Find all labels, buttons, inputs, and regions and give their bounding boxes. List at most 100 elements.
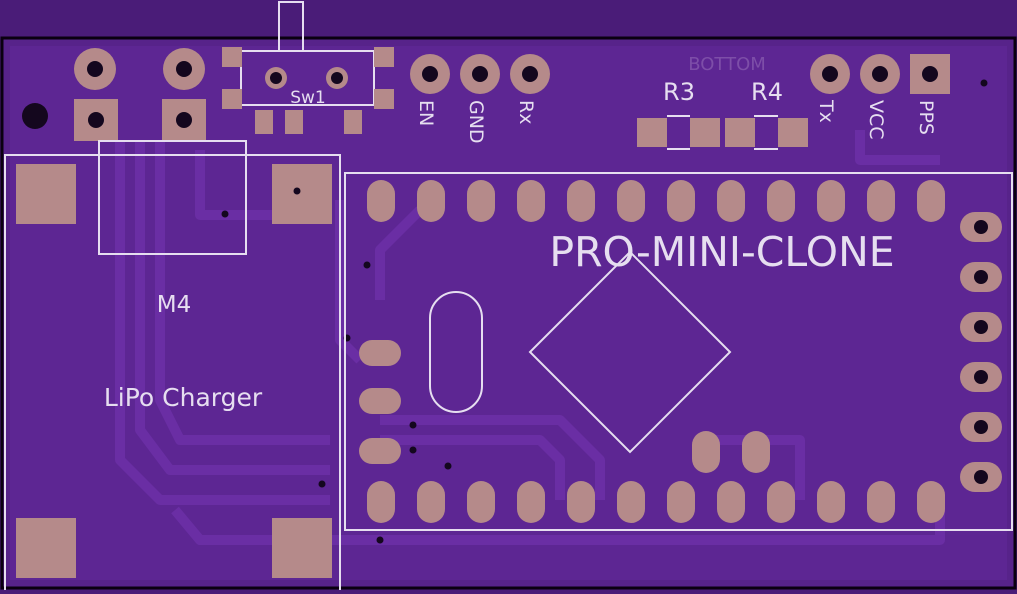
m4-label: M4 xyxy=(157,292,191,318)
r3-label: R3 xyxy=(663,78,695,106)
trace xyxy=(115,140,330,505)
via xyxy=(409,446,417,454)
vcc-label: VCC xyxy=(865,100,887,140)
pad-drill xyxy=(176,112,192,128)
pins-tx-vcc-pps: Tx VCC PPS xyxy=(810,54,988,140)
oval-pad xyxy=(617,180,645,222)
pad-drill xyxy=(522,66,538,82)
via xyxy=(293,187,301,195)
oval-pad xyxy=(817,180,845,222)
oval-pad xyxy=(417,180,445,222)
pad-drill xyxy=(822,66,838,82)
via xyxy=(409,421,417,429)
pad-drill xyxy=(872,66,888,82)
via xyxy=(980,79,988,87)
module-outline xyxy=(344,172,1013,531)
smd-pad xyxy=(285,110,303,134)
smd-pad xyxy=(272,164,332,224)
usb-connector-outline xyxy=(98,140,247,255)
oval-pad xyxy=(767,180,795,222)
pps-label: PPS xyxy=(915,100,937,135)
trace xyxy=(155,140,330,445)
oval-pad xyxy=(867,180,895,222)
via xyxy=(363,261,371,269)
oval-pad xyxy=(717,180,745,222)
mounting-hole xyxy=(22,103,48,129)
trace xyxy=(700,435,805,500)
smd-pad xyxy=(255,110,273,134)
oval-pad xyxy=(817,481,845,523)
smd-pad xyxy=(222,47,242,67)
smd-pad xyxy=(272,518,332,578)
oval-pad xyxy=(617,481,645,523)
smd-pad xyxy=(725,118,755,147)
oval-pad xyxy=(667,180,695,222)
crystal-outline xyxy=(429,291,483,413)
r4-label: R4 xyxy=(751,78,783,106)
smd-pad xyxy=(637,118,667,147)
oval-pad xyxy=(359,388,401,414)
oval-pad xyxy=(359,340,401,366)
top-pin-row xyxy=(367,180,945,222)
pad-drill xyxy=(974,320,988,334)
trace xyxy=(135,140,330,475)
oval-pad xyxy=(467,481,495,523)
pro-mini-clone-label: PRO-MINI-CLONE xyxy=(549,228,894,276)
pad-drill xyxy=(922,66,938,82)
board-outline xyxy=(0,36,1017,590)
smd-pad xyxy=(374,47,394,67)
smd-pad xyxy=(16,164,76,224)
oval-pad xyxy=(367,481,395,523)
header-pads-left xyxy=(74,48,206,141)
via xyxy=(376,536,384,544)
oval-pad xyxy=(767,481,795,523)
pad-drill xyxy=(974,470,988,484)
smd-pad xyxy=(778,118,808,147)
smd-pad xyxy=(690,118,720,147)
bottom-pin-row xyxy=(367,481,945,523)
oval-pad xyxy=(517,481,545,523)
oval-pad xyxy=(517,180,545,222)
oval-pad xyxy=(467,180,495,222)
switch-sw1: Sw1 xyxy=(222,1,394,134)
module-outline xyxy=(4,154,341,594)
trace xyxy=(375,206,424,300)
tx-label: Tx xyxy=(815,99,837,123)
oval-pad xyxy=(692,431,720,473)
oval-pad xyxy=(567,180,595,222)
mcu-chip-outline xyxy=(528,250,732,454)
pad-drill xyxy=(176,61,192,77)
en-label: EN xyxy=(415,100,437,126)
lipo-charger-module: M4 LiPo Charger xyxy=(4,140,341,594)
pad-drill xyxy=(422,66,438,82)
trace xyxy=(171,500,945,545)
oval-pad xyxy=(917,180,945,222)
smd-pad xyxy=(344,110,362,134)
trace xyxy=(855,130,940,165)
oval-pad xyxy=(567,481,595,523)
pad-drill xyxy=(472,66,488,82)
pad-drill xyxy=(974,270,988,284)
resistors: R3 R4 xyxy=(637,78,808,150)
smd-pad xyxy=(222,89,242,109)
pad-drill xyxy=(974,220,988,234)
oval-pad xyxy=(367,180,395,222)
oval-pad xyxy=(917,481,945,523)
pins-en-gnd-rx: EN GND Rx xyxy=(410,54,550,144)
smd-pad xyxy=(16,518,76,578)
right-pin-column xyxy=(960,212,1002,492)
oval-pad xyxy=(742,431,770,473)
switch-body-outline xyxy=(240,50,375,106)
pad-drill xyxy=(331,72,343,84)
via xyxy=(444,462,452,470)
via xyxy=(221,210,229,218)
sw1-label: Sw1 xyxy=(290,88,326,108)
oval-pad xyxy=(417,481,445,523)
trace xyxy=(380,435,565,500)
bottom-layer-label: BOTTOM xyxy=(688,54,766,75)
via xyxy=(318,480,326,488)
pad-drill xyxy=(87,61,103,77)
trace xyxy=(380,415,605,500)
